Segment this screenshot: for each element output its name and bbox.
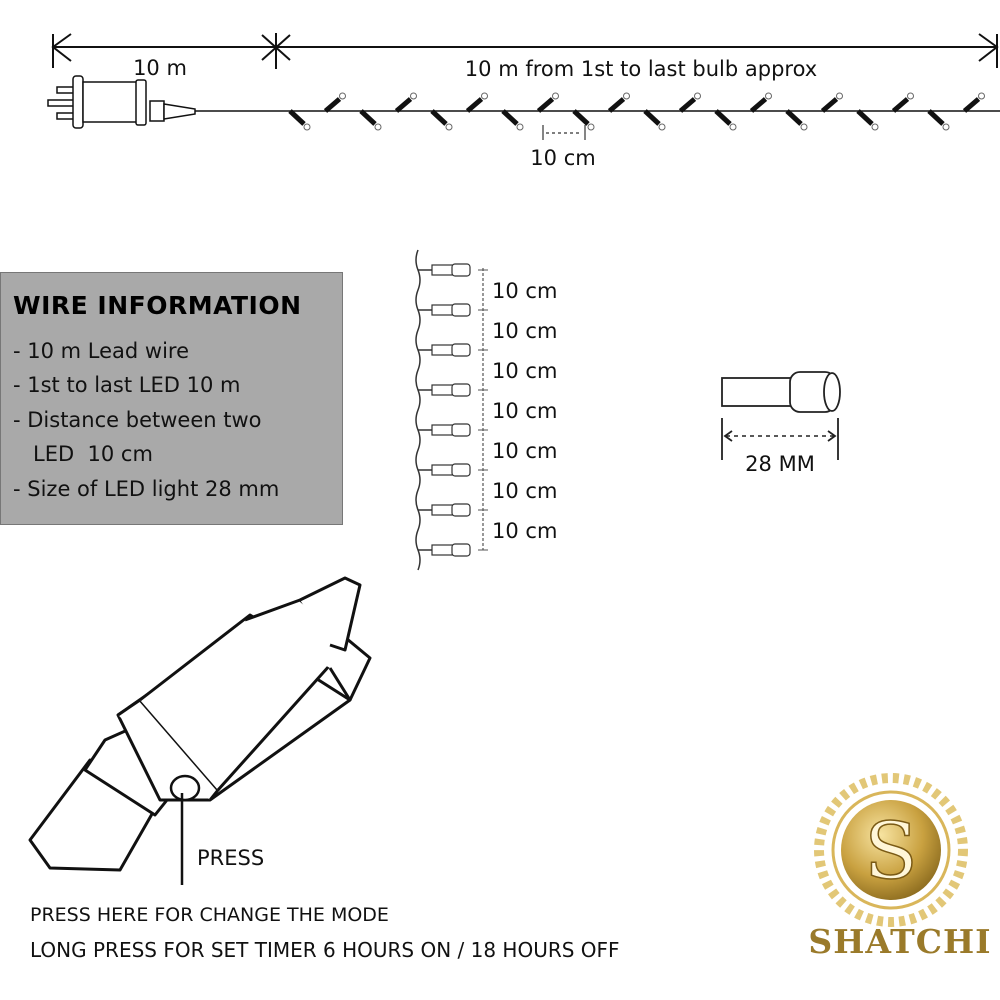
led-bulb xyxy=(418,543,488,557)
shatchi-logo: S xyxy=(814,773,968,927)
led-bulb xyxy=(962,92,985,113)
mode-note: PRESS HERE FOR CHANGE THE MODE xyxy=(30,904,389,926)
vertical-wire xyxy=(415,249,421,571)
vertical-bulbs xyxy=(418,263,488,557)
top-bulbs xyxy=(288,92,985,131)
wire-info-line: - 1st to last LED 10 m xyxy=(13,373,241,397)
led-bulb xyxy=(927,109,950,131)
vertical-spacing-label: 10 cm xyxy=(492,519,557,543)
led-bulb xyxy=(394,92,417,113)
lead-length-label: 10 m xyxy=(133,56,187,80)
led-bulb xyxy=(418,343,488,357)
led-bulb xyxy=(856,109,879,131)
led-bulb xyxy=(820,92,843,113)
wire-information-panel: WIRE INFORMATION - 10 m Lead wire - 1st … xyxy=(0,272,343,525)
led-bulb xyxy=(572,109,595,131)
top-dimension-line xyxy=(51,33,999,69)
led-bulb xyxy=(501,109,524,131)
led-bulb xyxy=(359,109,382,131)
string-length-label: 10 m from 1st to last bulb approx xyxy=(465,57,817,81)
led-bulb xyxy=(643,109,666,131)
led-bulb xyxy=(891,92,914,113)
spacing-arrow xyxy=(542,125,586,140)
led-bulb xyxy=(607,92,630,113)
led-bulb xyxy=(714,109,737,131)
plug-icon xyxy=(47,75,196,129)
led-size-label: 28 MM xyxy=(745,452,815,476)
press-label: PRESS xyxy=(197,846,264,870)
led-bulb xyxy=(536,92,559,113)
led-bulb xyxy=(418,383,488,397)
led-bulb xyxy=(418,303,488,317)
vertical-spacing-label: 10 cm xyxy=(492,359,557,383)
wire-info-line: LED 10 cm xyxy=(13,442,153,466)
led-bulb xyxy=(288,109,311,131)
wire-info-line: - 10 m Lead wire xyxy=(13,339,190,363)
vertical-spacing-label: 10 cm xyxy=(492,479,557,503)
led-detail-icon xyxy=(721,371,841,460)
led-bulb xyxy=(465,92,488,113)
led-bulb xyxy=(418,463,488,477)
led-bulb xyxy=(323,92,346,113)
led-bulb xyxy=(678,92,701,113)
led-bulb xyxy=(430,109,453,131)
wire-information-title: WIRE INFORMATION xyxy=(13,291,302,320)
led-bulb xyxy=(749,92,772,113)
led-bulb xyxy=(418,503,488,517)
vertical-spacing-label: 10 cm xyxy=(492,319,557,343)
wire-info-line: - Size of LED light 28 mm xyxy=(13,477,280,501)
spacing-label: 10 cm xyxy=(530,146,595,170)
vertical-spacing-label: 10 cm xyxy=(492,279,557,303)
timer-note: LONG PRESS FOR SET TIMER 6 HOURS ON / 18… xyxy=(30,938,620,962)
brand-name: SHATCHI xyxy=(808,922,992,961)
vertical-spacing-label: 10 cm xyxy=(492,439,557,463)
wire-info-line: - Distance between two xyxy=(13,408,262,432)
logo-letter: S xyxy=(864,807,917,897)
controller-icon xyxy=(28,576,372,885)
vertical-spacing-label: 10 cm xyxy=(492,399,557,423)
led-bulb xyxy=(418,263,488,277)
led-bulb xyxy=(785,109,808,131)
led-bulb xyxy=(418,423,488,437)
